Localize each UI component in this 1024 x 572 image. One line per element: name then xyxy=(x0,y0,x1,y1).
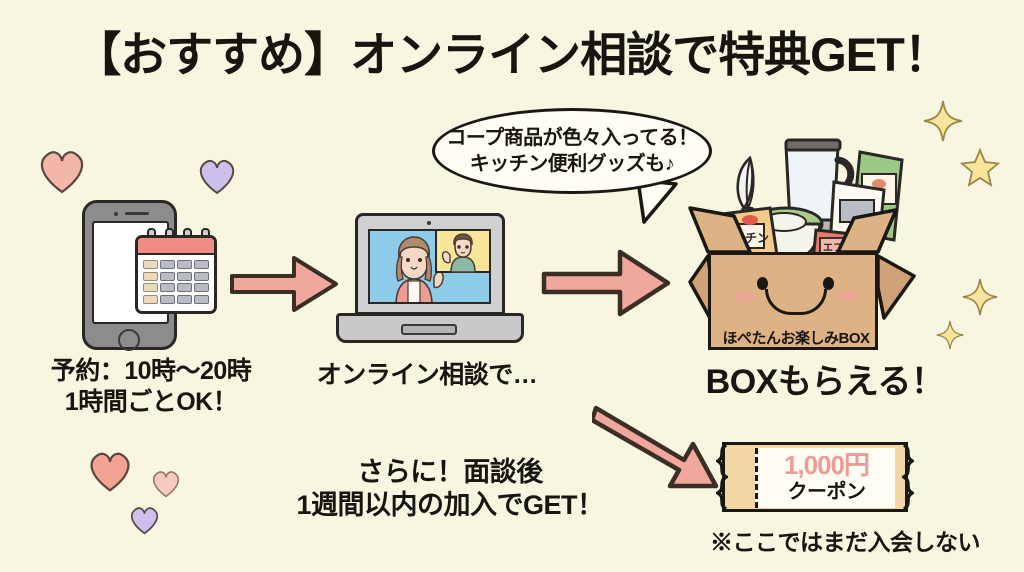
heart-icon-purple-bottom xyxy=(130,507,159,535)
coupon-amount: 1,000円 xyxy=(783,450,870,480)
arrow-right-2-icon xyxy=(541,249,671,317)
reservation-caption: 予約：10時〜20時 1時間ごとOK！ xyxy=(6,356,296,417)
box-cheek-right xyxy=(837,291,858,302)
phone-speaker xyxy=(125,212,149,215)
membership-note: ※ここではまだ入会しない xyxy=(710,529,981,555)
bonus-caption-line1: さらに！面談後 xyxy=(357,457,543,487)
reservation-caption-line2: 1時間ごとOK！ xyxy=(64,387,238,416)
bonus-caption-line2: 1週間以内の加入でGET！ xyxy=(296,489,604,520)
coupon-body: 1,000円 クーポン xyxy=(755,448,895,508)
page-title: 【おすすめ】オンライン相談で特典GET！ xyxy=(74,28,951,81)
phone-camera xyxy=(114,212,118,216)
heart-icon-pink-bottom-small xyxy=(152,471,180,498)
videocall-screen xyxy=(368,229,491,304)
calendar-grid xyxy=(138,255,214,308)
speech-bubble-line2: キッチン便利グッズも♪ xyxy=(469,153,675,175)
laptop-base xyxy=(336,313,524,343)
arrow-right-1-icon xyxy=(230,256,338,312)
heart-icon-pink-top-left xyxy=(40,151,84,194)
arrow-diagonal-icon xyxy=(592,405,719,489)
laptop-icon xyxy=(355,213,505,315)
box-eye-right xyxy=(823,277,834,290)
speech-bubble-line1: コープ商品が色々入ってる！ xyxy=(446,127,698,149)
consultation-caption: オンライン相談で… xyxy=(294,360,560,391)
speech-bubble: コープ商品が色々入ってる！ キッチン便利グッズも♪ xyxy=(432,108,712,194)
heart-icon-pink-bottom-large xyxy=(90,452,130,492)
coupon-left-edge xyxy=(716,445,728,509)
box-label: ほぺたんお楽しみBOX xyxy=(722,330,870,347)
sparkle-icon-top-right xyxy=(923,100,963,142)
reservation-caption-line1: 予約：10時〜20時 xyxy=(50,357,252,385)
box-reward-caption: BOXもらえる！ xyxy=(660,362,990,403)
sparkle-icon-bottom-right xyxy=(936,320,964,350)
heart-icon-purple-top-right xyxy=(199,160,235,195)
participant-man-tile xyxy=(435,231,489,273)
bonus-caption: さらに！面談後 1週間以内の加入でGET！ xyxy=(250,456,650,522)
coupon-ticket: 1,000円 クーポン xyxy=(716,442,914,512)
participant-man-avatar xyxy=(441,233,476,273)
laptop-camera xyxy=(427,221,431,225)
box-reward-caption-line1: BOXもらえる！ xyxy=(705,363,945,401)
phone-home-button xyxy=(118,329,140,351)
box-front-panel: ほぺたんお楽しみBOX xyxy=(708,252,878,350)
gift-box-icon: カンチン エフウット ほぺたんお楽しみBOX xyxy=(688,112,920,352)
calendar-header xyxy=(138,238,214,255)
sparkle-icon-mid-right xyxy=(962,278,998,316)
box-smile xyxy=(765,289,827,315)
coupon-type: クーポン xyxy=(787,481,867,503)
calendar-icon xyxy=(135,235,217,314)
coupon-right-edge xyxy=(902,445,914,509)
consultation-caption-line1: オンライン相談で… xyxy=(316,361,538,389)
participant-woman-avatar xyxy=(370,231,489,302)
box-eye-left xyxy=(757,277,768,290)
star-icon-right xyxy=(960,148,1000,187)
box-cheek-left xyxy=(733,291,754,302)
laptop-trackpad xyxy=(401,324,457,335)
